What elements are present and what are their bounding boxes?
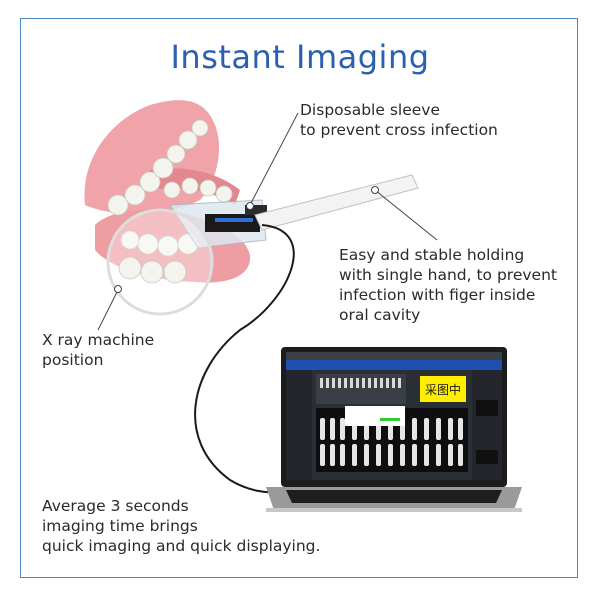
outer-frame	[20, 18, 578, 578]
sensor-with-sleeve	[169, 199, 267, 249]
callout-stable-holding: Easy and stable holding with single hand…	[339, 246, 557, 324]
callout-disposable-sleeve: Disposable sleeve to prevent cross infec…	[300, 101, 498, 139]
page-title: Instant Imaging	[170, 38, 430, 76]
callout-imaging-speed: Average 3 seconds imaging time brings qu…	[42, 497, 321, 555]
laptop-status-badge: 采图中	[425, 382, 461, 397]
sensor-cable	[194, 224, 295, 494]
laptop	[266, 347, 522, 512]
callout-xray-position: X ray machine position	[42, 331, 155, 369]
leader-lines	[97, 112, 438, 331]
holder-handle	[254, 174, 419, 231]
dental-model	[84, 100, 251, 283]
xray-position-magnifier	[106, 208, 214, 316]
